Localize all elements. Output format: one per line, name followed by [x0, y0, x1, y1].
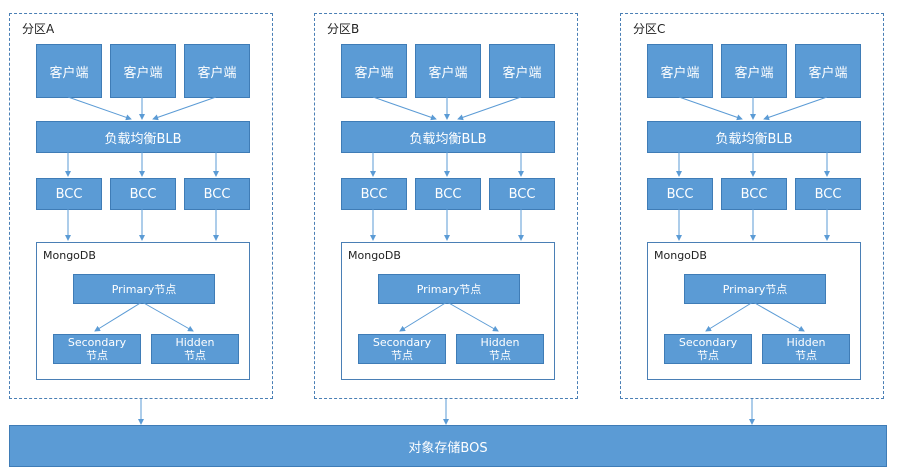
bcc-node: BCC	[415, 178, 481, 210]
primary-node: Primary节点	[378, 274, 520, 304]
secondary-label: Secondary	[67, 336, 127, 349]
object-storage-bos: 对象存储BOS	[9, 425, 887, 467]
client-node: 客户端	[721, 44, 787, 98]
client-node: 客户端	[415, 44, 481, 98]
bcc-node: BCC	[721, 178, 787, 210]
mongodb-title: MongoDB	[43, 249, 96, 262]
zone-title: 分区B	[327, 22, 360, 36]
secondary-suffix: 节点	[86, 349, 108, 362]
zone-title: 分区C	[633, 22, 666, 36]
mongodb-cluster: MongoDB Primary节点 Secondary 节点 Hidden 节点	[341, 242, 555, 380]
hidden-node: Hidden 节点	[456, 334, 544, 364]
load-balancer-blb: 负载均衡BLB	[341, 121, 555, 153]
primary-node: Primary节点	[684, 274, 826, 304]
zone-title: 分区A	[22, 22, 55, 36]
hidden-label: Hidden	[480, 336, 520, 349]
hidden-label: Hidden	[175, 336, 215, 349]
hidden-node: Hidden 节点	[762, 334, 850, 364]
bcc-node: BCC	[647, 178, 713, 210]
load-balancer-blb: 负载均衡BLB	[647, 121, 861, 153]
client-node: 客户端	[184, 44, 250, 98]
hidden-label: Hidden	[786, 336, 826, 349]
zone-a: 分区A 客户端 客户端 客户端 负载均衡BLB BCC BCC BCC Mong…	[9, 13, 273, 399]
secondary-node: Secondary 节点	[664, 334, 752, 364]
mongodb-cluster: MongoDB Primary节点 Secondary 节点 Hidden 节点	[647, 242, 861, 380]
secondary-node: Secondary 节点	[358, 334, 446, 364]
client-node: 客户端	[795, 44, 861, 98]
load-balancer-blb: 负载均衡BLB	[36, 121, 250, 153]
client-node: 客户端	[36, 44, 102, 98]
client-node: 客户端	[341, 44, 407, 98]
secondary-suffix: 节点	[697, 349, 719, 362]
mongodb-title: MongoDB	[348, 249, 401, 262]
zone-b: 分区B 客户端 客户端 客户端 负载均衡BLB BCC BCC BCC Mong…	[314, 13, 578, 399]
hidden-suffix: 节点	[795, 349, 817, 362]
primary-node: Primary节点	[73, 274, 215, 304]
hidden-node: Hidden 节点	[151, 334, 239, 364]
client-node: 客户端	[489, 44, 555, 98]
mongodb-title: MongoDB	[654, 249, 707, 262]
secondary-label: Secondary	[372, 336, 432, 349]
client-node: 客户端	[647, 44, 713, 98]
bcc-node: BCC	[184, 178, 250, 210]
bcc-node: BCC	[110, 178, 176, 210]
bcc-node: BCC	[489, 178, 555, 210]
hidden-suffix: 节点	[184, 349, 206, 362]
secondary-suffix: 节点	[391, 349, 413, 362]
bcc-node: BCC	[36, 178, 102, 210]
secondary-label: Secondary	[678, 336, 738, 349]
client-node: 客户端	[110, 44, 176, 98]
zone-c: 分区C 客户端 客户端 客户端 负载均衡BLB BCC BCC BCC Mong…	[620, 13, 884, 399]
hidden-suffix: 节点	[489, 349, 511, 362]
secondary-node: Secondary 节点	[53, 334, 141, 364]
bcc-node: BCC	[795, 178, 861, 210]
bcc-node: BCC	[341, 178, 407, 210]
mongodb-cluster: MongoDB Primary节点 Secondary 节点 Hidden 节点	[36, 242, 250, 380]
